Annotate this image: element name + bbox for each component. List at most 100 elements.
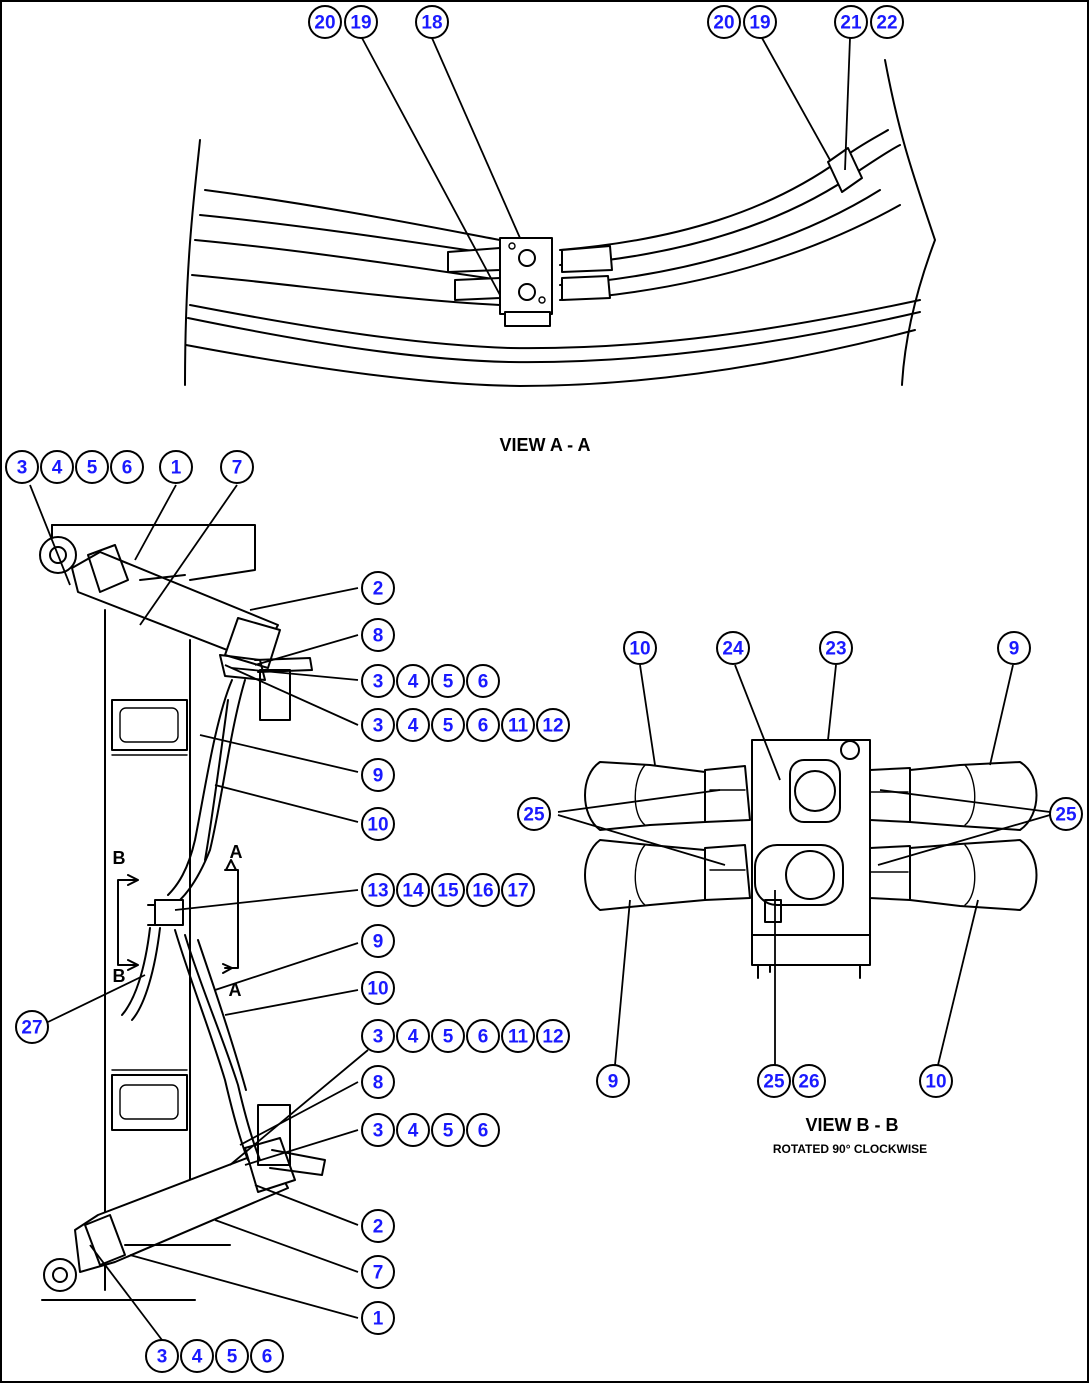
callout-bubble [110, 450, 144, 484]
callout-bubble [431, 664, 465, 698]
callout-bubble [344, 5, 378, 39]
callout-number: 4 [192, 1347, 203, 1368]
callout-group: 9 [596, 1064, 630, 1098]
callout-bubble [361, 1209, 395, 1243]
callout-bubble [5, 450, 39, 484]
callout-number: 2 [373, 579, 384, 600]
callout-group: 27 [15, 1010, 49, 1044]
callout-bubble [361, 971, 395, 1005]
callout-bubble [220, 450, 254, 484]
callout-bubble [623, 631, 657, 665]
callout-number: 27 [21, 1018, 42, 1039]
callout-number: 9 [608, 1072, 619, 1093]
callout-number: 26 [798, 1072, 819, 1093]
callout-group: 2 [361, 571, 395, 605]
callout-number: 8 [373, 626, 384, 647]
view-a-drawing [184, 59, 936, 387]
callout-number: 3 [373, 716, 384, 737]
callout-bubble [431, 873, 465, 907]
callout-bubble [743, 5, 777, 39]
callout-group: 18 [415, 5, 449, 39]
callout-group: 24 [716, 631, 750, 665]
callout-number: 9 [1009, 639, 1020, 660]
callout-bubble [215, 1339, 249, 1373]
main-assembly-drawing [39, 524, 326, 1301]
callout-number: 10 [925, 1072, 946, 1093]
callout-group: 9 [997, 631, 1031, 665]
callout-bubble [819, 631, 853, 665]
callout-bubble [396, 708, 430, 742]
callout-number: 25 [1055, 805, 1077, 826]
callout-number: 16 [472, 881, 493, 902]
callout-bubble [361, 873, 395, 907]
callout-bubble [40, 450, 74, 484]
callout-bubble [361, 924, 395, 958]
callout-bubble [501, 708, 535, 742]
callout-bubble [308, 5, 342, 39]
callout-number: 9 [373, 932, 384, 953]
callout-number: 20 [314, 13, 335, 34]
section-mark-a-top: A [230, 842, 243, 862]
callout-number: 25 [523, 805, 545, 826]
callout-bubble [396, 1113, 430, 1147]
callout-bubble [870, 5, 904, 39]
callout-bubble [919, 1064, 953, 1098]
callout-bubble [361, 571, 395, 605]
callout-bubble [361, 807, 395, 841]
view-b-title: VIEW B - B [806, 1115, 899, 1135]
callout-number: 4 [408, 672, 419, 693]
callout-group: 10 [361, 807, 395, 841]
callout-number: 20 [713, 13, 734, 34]
callout-number: 4 [408, 716, 419, 737]
callout-number: 7 [373, 1263, 384, 1284]
callout-number: 11 [508, 716, 529, 737]
callout-number: 9 [373, 766, 384, 787]
callout-number: 1 [171, 458, 182, 479]
callout-bubble [159, 450, 193, 484]
callout-group: 8 [361, 1065, 395, 1099]
callout-number: 11 [508, 1027, 529, 1048]
callout-bubble [396, 873, 430, 907]
callout-bubble [834, 5, 868, 39]
callout-number: 10 [367, 979, 388, 1000]
callout-bubble [75, 450, 109, 484]
callout-group: 9 [361, 758, 395, 792]
callout-number: 6 [478, 716, 489, 737]
callout-number: 12 [542, 716, 563, 737]
callout-number: 19 [350, 13, 371, 34]
callout-number: 5 [227, 1347, 238, 1368]
callout-group: 23 [819, 631, 853, 665]
callout-bubble [466, 1019, 500, 1053]
callout-bubble [396, 664, 430, 698]
callout-group: 9 [361, 924, 395, 958]
callout-bubble [431, 708, 465, 742]
callout-bubble [501, 1019, 535, 1053]
callout-number: 3 [373, 1121, 384, 1142]
callout-bubble [466, 664, 500, 698]
view-b-subtitle: ROTATED 90° CLOCKWISE [773, 1142, 927, 1156]
callout-bubble [596, 1064, 630, 1098]
section-mark-b-bottom: B [113, 966, 126, 986]
callout-bubble [361, 664, 395, 698]
callout-number: 14 [402, 881, 424, 902]
callout-number: 25 [763, 1072, 785, 1093]
callout-number: 8 [373, 1073, 384, 1094]
callout-number: 18 [421, 13, 442, 34]
callout-bubble [536, 1019, 570, 1053]
callout-bubble [466, 708, 500, 742]
callout-number: 3 [17, 458, 28, 479]
callout-group: 10 [623, 631, 657, 665]
callout-number: 6 [122, 458, 133, 479]
callout-bubble [361, 708, 395, 742]
callout-number: 24 [722, 639, 744, 660]
callout-bubble [431, 1019, 465, 1053]
callout-group: 1 [159, 450, 193, 484]
callout-number: 15 [437, 881, 459, 902]
